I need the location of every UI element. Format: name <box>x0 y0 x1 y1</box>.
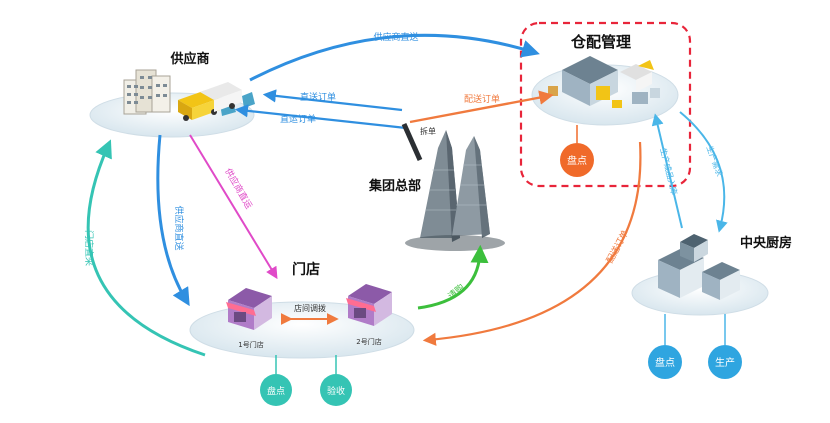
warehouse-check-label: 盘点 <box>567 154 587 167</box>
arrow-hq-to-supplier-1 <box>262 89 403 112</box>
supplier-trucks-icon <box>178 82 255 121</box>
split-label: 拆单 <box>420 126 436 136</box>
arrow-store-direct-purchase <box>86 139 206 357</box>
arrow-store-request <box>417 244 489 310</box>
store2-label: 2号门店 <box>356 337 381 346</box>
label-supplier-to-warehouse: 供应商直送 <box>373 31 418 43</box>
supplier-buildings-icon <box>123 69 171 115</box>
warehouse-title: 仓配管理 <box>570 33 631 51</box>
kitchen-produce-label: 生产 <box>715 356 735 369</box>
label-supplier-to-store: 供应商直运 <box>222 166 255 211</box>
label-warehouse-to-store: 配送订单 <box>604 228 632 265</box>
warehouse-check-circle[interactable] <box>560 143 594 177</box>
arrow-kitchen-to-warehouse <box>651 113 683 229</box>
store-transfer-label: 店间调拨 <box>294 303 326 313</box>
supplier-title: 供应商 <box>169 51 209 67</box>
kitchen-produce-circle[interactable] <box>708 345 742 379</box>
warehouse-dashed-box <box>519 21 692 188</box>
store1-icon <box>226 288 272 330</box>
label-store-direct-purchase: 门店直采 <box>83 230 95 266</box>
arrow-warehouse-to-store <box>422 141 642 346</box>
arrow-supplier-to-store <box>189 134 278 280</box>
label-hq-to-supplier-2: 直运订单 <box>280 113 316 125</box>
split-marker <box>401 122 423 162</box>
stores-title: 门店 <box>292 261 320 278</box>
hq-title: 集团总部 <box>368 178 421 194</box>
kitchen-check-label: 盘点 <box>655 356 675 369</box>
label-supplier-direct-store: 供应商直送 <box>173 205 185 250</box>
store-check-circle[interactable] <box>260 374 292 406</box>
arrow-warehouse-to-kitchen <box>679 111 728 233</box>
store2-icon <box>346 284 392 326</box>
store1-label: 1号门店 <box>238 340 263 349</box>
store-accept-label: 验收 <box>327 385 345 397</box>
arrow-hq-to-warehouse <box>409 90 554 124</box>
store-accept-circle[interactable] <box>320 374 352 406</box>
kitchen-title: 中央厨房 <box>740 235 792 251</box>
kitchen-check-circle[interactable] <box>648 345 682 379</box>
kitchen-building-icon <box>658 234 740 300</box>
label-hq-to-supplier-1: 直送订单 <box>300 91 336 103</box>
store-check-label: 盘点 <box>267 385 285 397</box>
label-kitchen-to-warehouse: 生产成品入库 <box>658 147 679 196</box>
hq-towers-icon <box>405 130 505 251</box>
arrow-supplier-direct-store <box>156 134 190 307</box>
label-warehouse-to-kitchen: 生产需求 <box>705 144 725 177</box>
label-hq-to-warehouse: 配送订单 <box>464 93 500 105</box>
arrow-supplier-to-warehouse <box>249 33 540 82</box>
arrow-hq-to-supplier-2 <box>234 104 407 130</box>
